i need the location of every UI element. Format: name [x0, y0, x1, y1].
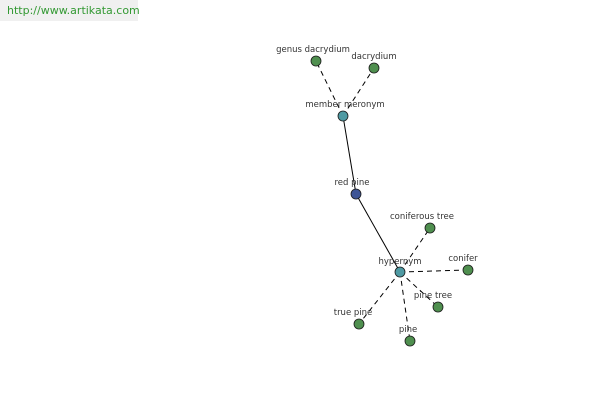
edge-hypernym-to-true-pine	[358, 271, 401, 325]
edge-hypernym-to-pine	[399, 271, 411, 342]
node-label: dacrydium	[351, 52, 396, 62]
node-dot[interactable]	[337, 110, 349, 122]
node-label: coniferous tree	[390, 212, 454, 222]
graph-node-conifer[interactable]: conifer	[448, 254, 478, 276]
edge-red-pine-to-member-meronym	[342, 115, 357, 195]
edge-member-meronym-to-dacrydium	[342, 67, 375, 117]
node-dot[interactable]	[432, 301, 444, 313]
graph-node-pine[interactable]: pine	[399, 325, 417, 347]
node-label: true pine	[334, 308, 373, 318]
node-label: red pine	[334, 178, 369, 188]
node-label: pine tree	[414, 291, 452, 301]
edge-member-meronym-to-genus-dacrydium	[315, 60, 344, 117]
node-dot[interactable]	[368, 62, 380, 74]
node-dot[interactable]	[353, 318, 365, 330]
node-label: genus dacrydium	[276, 45, 350, 55]
node-label: pine	[399, 325, 417, 335]
edges-layer	[315, 60, 469, 342]
graph-node-pine-tree[interactable]: pine tree	[414, 291, 452, 313]
node-dot[interactable]	[394, 266, 406, 278]
node-dot[interactable]	[350, 188, 362, 200]
node-label: hypernym	[378, 257, 421, 267]
node-dot[interactable]	[424, 222, 436, 234]
node-label: conifer	[448, 254, 478, 264]
edge-red-pine-to-hypernym	[355, 193, 401, 273]
graph-node-hypernym[interactable]: hypernym	[378, 257, 422, 278]
graph-node-dacrydium[interactable]: dacrydium	[351, 52, 397, 74]
edge-hypernym-to-pine-tree	[399, 271, 439, 308]
graph-node-coniferous-tree[interactable]: coniferous tree	[390, 212, 454, 234]
node-label: member meronym	[305, 100, 384, 110]
edge-hypernym-to-conifer	[399, 269, 469, 273]
graph-node-member-meronym[interactable]: member meronym	[305, 100, 385, 122]
node-dot[interactable]	[310, 55, 322, 67]
site-url-link[interactable]: http://www.artikata.com	[0, 0, 140, 21]
node-dot[interactable]	[404, 335, 416, 347]
graph-node-genus-dacrydium[interactable]: genus dacrydium	[276, 45, 350, 67]
graph-node-red-pine[interactable]: red pine	[334, 178, 370, 200]
node-dot[interactable]	[462, 264, 474, 276]
graph-node-true-pine[interactable]: true pine	[334, 308, 373, 330]
